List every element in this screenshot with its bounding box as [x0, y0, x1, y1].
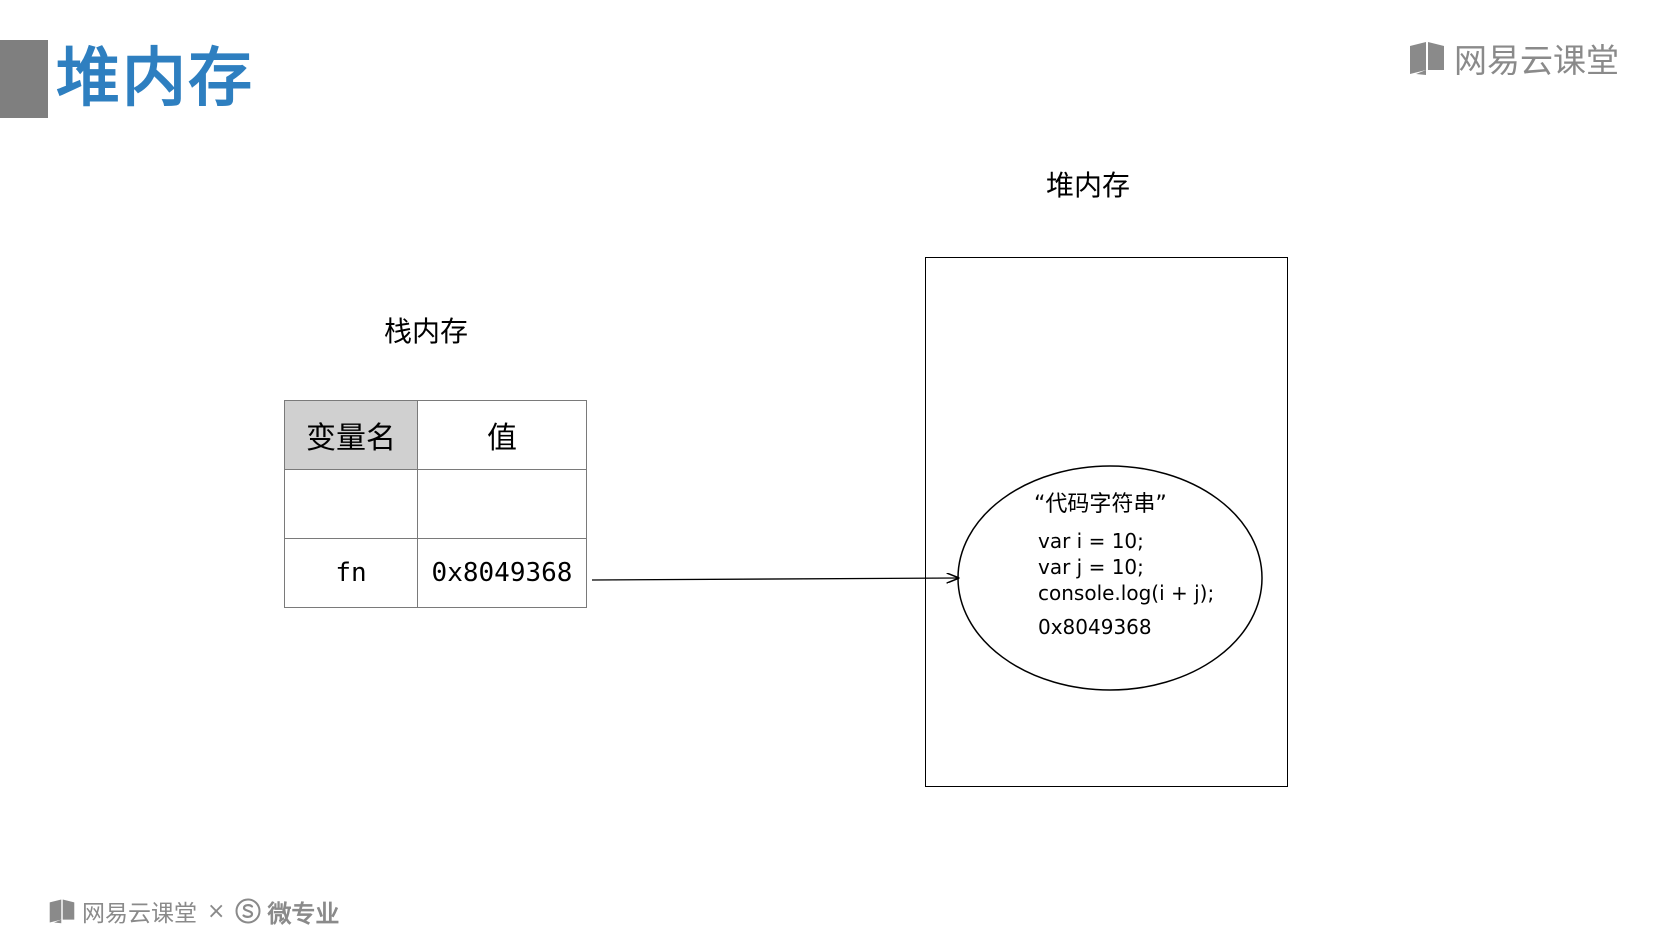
book-icon: [1410, 42, 1444, 75]
heap-memory-label: 堆内存: [1046, 169, 1131, 202]
heap-object-address: 0x8049368: [1038, 615, 1152, 639]
times-sign: ×: [207, 898, 226, 924]
heap-object-title: “代码字符串”: [1034, 492, 1167, 517]
brand-logo-top: 网易云课堂: [1408, 38, 1619, 80]
stack-memory-label: 栈内存: [384, 315, 469, 348]
heap-object-content: “代码字符串” var i = 10; var j = 10; console.…: [1034, 492, 1215, 640]
table-row: fn 0x8049368: [284, 538, 587, 608]
code-line: console.log(i + j);: [1038, 581, 1215, 605]
brand-name-top: 网易云课堂: [1454, 41, 1619, 80]
title-accent-bar: [0, 40, 48, 118]
table-row: [284, 469, 587, 539]
code-line: var j = 10;: [1038, 555, 1144, 579]
s-circle-icon: [235, 898, 261, 924]
slide-title: 堆内存: [56, 42, 254, 116]
brand-name-bottom: 网易云课堂: [82, 901, 197, 927]
stack-table: 变量名 值 fn 0x8049368: [284, 400, 587, 608]
reference-arrow: [591, 578, 958, 580]
code-line: var i = 10;: [1038, 529, 1144, 553]
header-variable-name: 变量名: [284, 400, 418, 470]
table-cell: [417, 469, 587, 539]
partner-name: 微专业: [267, 899, 340, 928]
table-header-row: 变量名 值: [284, 400, 587, 470]
table-cell-variable: fn: [284, 538, 418, 608]
header-value: 值: [417, 400, 587, 470]
table-cell-address: 0x8049368: [417, 538, 587, 608]
heap-box: [925, 257, 1288, 787]
brand-footer: 网易云课堂 × 微专业: [48, 896, 340, 928]
book-icon: [49, 899, 75, 924]
